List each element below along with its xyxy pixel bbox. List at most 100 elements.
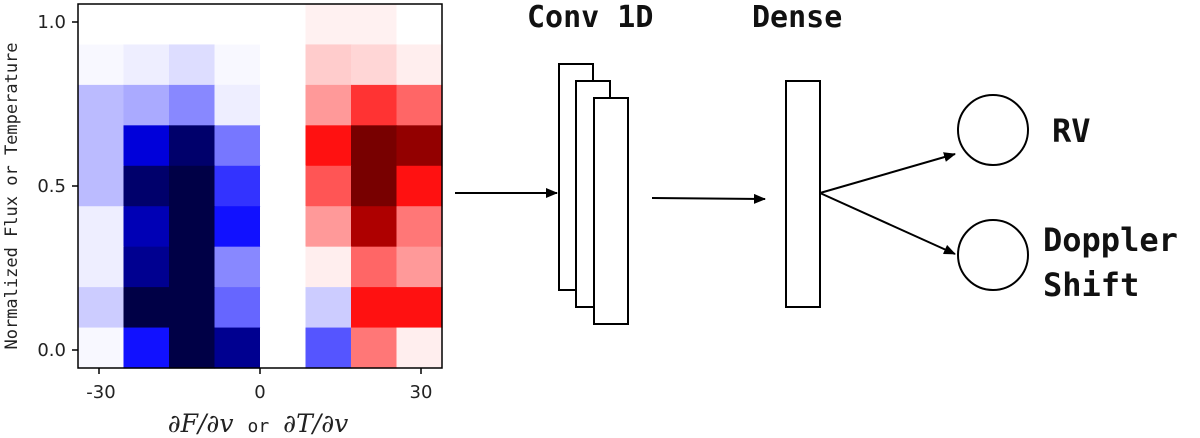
x-label-or: or [247,416,269,437]
heatmap-cell [396,4,443,46]
heatmap-cell [78,327,125,369]
heatmap-cell [260,4,307,46]
heatmap-cell [123,206,170,248]
heatmap-cell [260,327,307,369]
heatmap-cell [169,246,216,288]
heatmap-cell [351,206,398,248]
x-tick-label: 0 [254,382,265,403]
heatmap-cell [169,165,216,207]
conv-layer-stack [558,63,629,325]
heatmap-cell [351,246,398,288]
to-doppler-arrow [819,192,956,255]
network-diagram: Conv 1D Dense RV Doppler Shift [455,0,1178,325]
conv-layer-label: Conv 1D [527,0,653,35]
y-tick-label: 1.0 [37,12,66,33]
x-axis: -30 0 30 ∂F/∂v or ∂T/∂v [86,368,432,438]
heatmap-cell [260,84,307,126]
heatmap-cell [78,4,125,46]
rv-output-label: RV [1052,112,1091,150]
heatmap-cell [214,206,261,248]
heatmap-cell [351,327,398,369]
dense-layer-label: Dense [752,0,842,35]
x-tick-label: -30 [86,382,115,403]
heatmap-cell [260,206,307,248]
heatmap-cell [214,44,261,86]
rv-output-node [957,94,1029,166]
heatmap-cell [78,206,125,248]
heatmap-cell [305,287,352,329]
heatmap-cell [123,125,170,167]
heatmap-cell [260,246,307,288]
heatmap-cell [396,206,443,248]
heatmap-cells [78,4,443,369]
heatmap-cell [305,165,352,207]
heatmap-cell [214,327,261,369]
heatmap-cell [123,4,170,46]
y-axis: 1.0 0.5 0.0 Normalized Flux or Temperatu… [2,12,78,361]
heatmap-cell [396,246,443,288]
heatmap-cell [78,287,125,329]
heatmap-cell [123,246,170,288]
heatmap-cell [305,246,352,288]
heatmap-cell [351,4,398,46]
heatmap-cell [260,125,307,167]
heatmap-cell [123,327,170,369]
doppler-output-label-line1: Doppler [1043,221,1178,259]
heatmap-cell [396,125,443,167]
heatmap-cell [123,165,170,207]
heatmap-cell [123,84,170,126]
heatmap-cell [214,287,261,329]
heatmap-cell [169,287,216,329]
x-tick-label: 30 [410,382,433,403]
dense-layer-box [785,80,821,308]
y-tick-label: 0.5 [37,176,66,197]
heatmap-cell [396,165,443,207]
conv-filter-box [593,97,629,325]
heatmap-cell [78,246,125,288]
y-tick-label: 0.0 [37,340,66,361]
heatmap-cell [78,125,125,167]
x-label-temperature-derivative: ∂T/∂v [283,409,348,438]
y-axis-label: Normalized Flux or Temperature [2,42,22,349]
heatmap-cell [351,165,398,207]
heatmap-cell [169,44,216,86]
heatmap-cell [305,206,352,248]
heatmap-cell [260,44,307,86]
heatmap-cell [351,287,398,329]
heatmap-cell [214,246,261,288]
heatmap-cell [214,125,261,167]
heatmap-cell [214,4,261,46]
heatmap-cell [396,327,443,369]
heatmap-cell [169,327,216,369]
doppler-output-label-line2: Shift [1043,266,1139,304]
heatmap-cell [351,84,398,126]
x-label-flux-derivative: ∂F/∂v [168,409,234,438]
x-axis-label: ∂F/∂v or ∂T/∂v [168,409,349,438]
heatmap-cell [214,84,261,126]
heatmap-cell [396,44,443,86]
heatmap-cell [396,287,443,329]
heatmap-cell [78,44,125,86]
heatmap-cell [169,4,216,46]
heatmap-cell [169,84,216,126]
heatmap-cell [260,287,307,329]
heatmap-cell [305,125,352,167]
conv-to-dense-arrow [651,193,766,204]
heatmap-cell [305,84,352,126]
heatmap-cell [169,206,216,248]
heatmap-cell [396,84,443,126]
heatmap-cell [78,165,125,207]
to-rv-arrow [819,152,956,194]
heatmap-cell [351,125,398,167]
heatmap-cell [214,165,261,207]
heatmap-cell [260,165,307,207]
heatmap-cell [123,287,170,329]
heatmap-cell [305,327,352,369]
heatmap-cell [169,125,216,167]
heatmap-cell [305,44,352,86]
heatmap-cell [123,44,170,86]
heatmap-cell [351,44,398,86]
doppler-output-node [957,219,1029,291]
heatmap-cell [305,4,352,46]
